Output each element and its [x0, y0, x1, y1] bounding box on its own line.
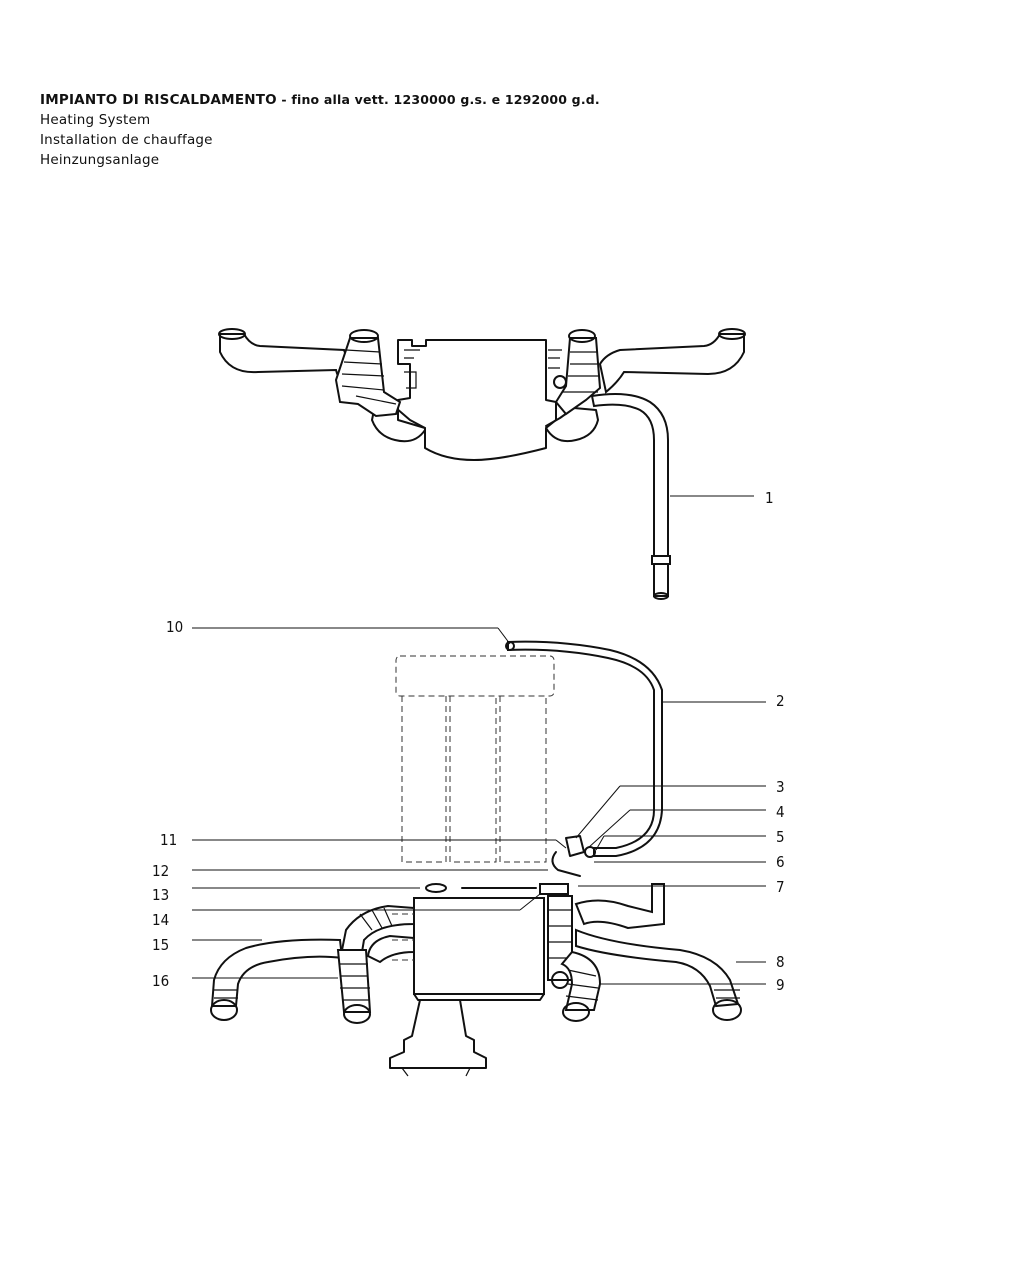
- title-english: Heating System: [40, 112, 151, 128]
- air-filter: [395, 655, 555, 863]
- callout-11: 11: [160, 831, 177, 849]
- callout-10: 10: [166, 618, 183, 636]
- callout-9: 9: [776, 976, 785, 994]
- title-french: Installation de chauffage: [40, 132, 213, 148]
- callout-15: 15: [152, 936, 169, 954]
- callout-numbers: 1 2 3 4 5 6 7 8 9 10 11 12 13 14 15 16: [152, 489, 785, 994]
- title-italian-main: IMPIANTO DI RISCALDAMENTO: [40, 92, 277, 108]
- top-view: [218, 328, 746, 600]
- callout-14: 14: [152, 911, 169, 929]
- title-block: IMPIANTO DI RISCALDAMENTO - fino alla ve…: [40, 90, 600, 170]
- callout-16: 16: [152, 972, 169, 990]
- callout-2: 2: [776, 692, 785, 710]
- title-italian: IMPIANTO DI RISCALDAMENTO - fino alla ve…: [40, 90, 600, 110]
- title-german: Heinzungsanlage: [40, 152, 160, 168]
- callout-1: 1: [765, 489, 774, 507]
- callout-6: 6: [776, 853, 785, 871]
- callout-13: 13: [152, 886, 169, 904]
- bottom-view: [210, 640, 742, 1077]
- callout-8: 8: [776, 953, 785, 971]
- title-italian-suffix: - fino alla vett. 1230000 g.s. e 1292000…: [276, 92, 600, 107]
- leader-lines: [192, 495, 766, 985]
- callout-7: 7: [776, 878, 785, 896]
- callout-3: 3: [776, 778, 785, 796]
- callout-4: 4: [776, 803, 785, 821]
- callout-5: 5: [776, 828, 785, 846]
- callout-12: 12: [152, 862, 169, 880]
